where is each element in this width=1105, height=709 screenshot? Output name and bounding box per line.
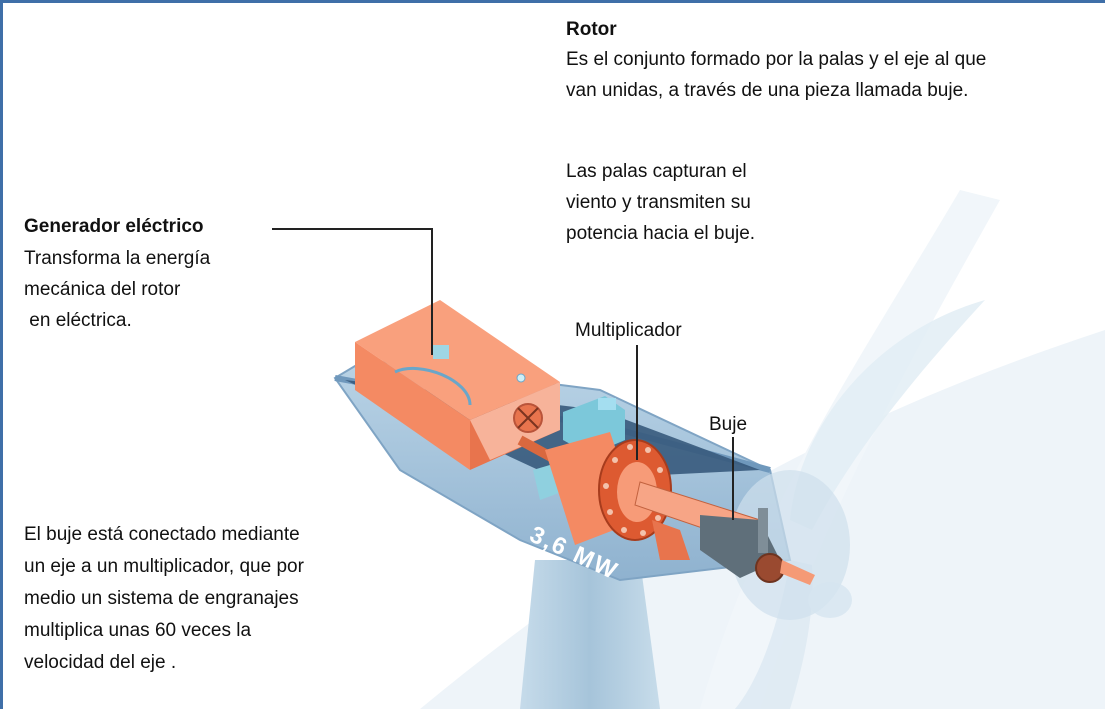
generator-front [355,342,470,470]
generator-leader-line [272,228,433,355]
control-box-top [598,398,616,410]
generator-title: Generador eléctrico [24,216,204,237]
hub-note: El buje está conectado mediante un eje a… [24,524,304,673]
rotor-description: Es el conjunto formado por la palas y el… [566,49,987,101]
hub-flange [755,553,785,583]
generator-connector [433,345,449,359]
hub-label: Buje [709,414,748,435]
generator-description: Transforma la energía mecánica del rotor… [24,248,211,331]
blades-note: Las palas capturan el viento y transmite… [566,161,756,244]
tower [520,560,660,709]
generator-indicator [516,373,526,383]
shaft-support [652,520,690,560]
blade-upper [790,300,985,530]
hub-blade-stub [780,560,815,585]
generator-top [355,300,560,420]
multiplier-label: Multiplicador [575,320,682,341]
generator-pipe [394,366,472,406]
spinner-ghost [730,470,850,620]
rotor-title: Rotor [566,19,617,40]
blade-root [808,582,852,618]
hub-post [758,508,768,553]
